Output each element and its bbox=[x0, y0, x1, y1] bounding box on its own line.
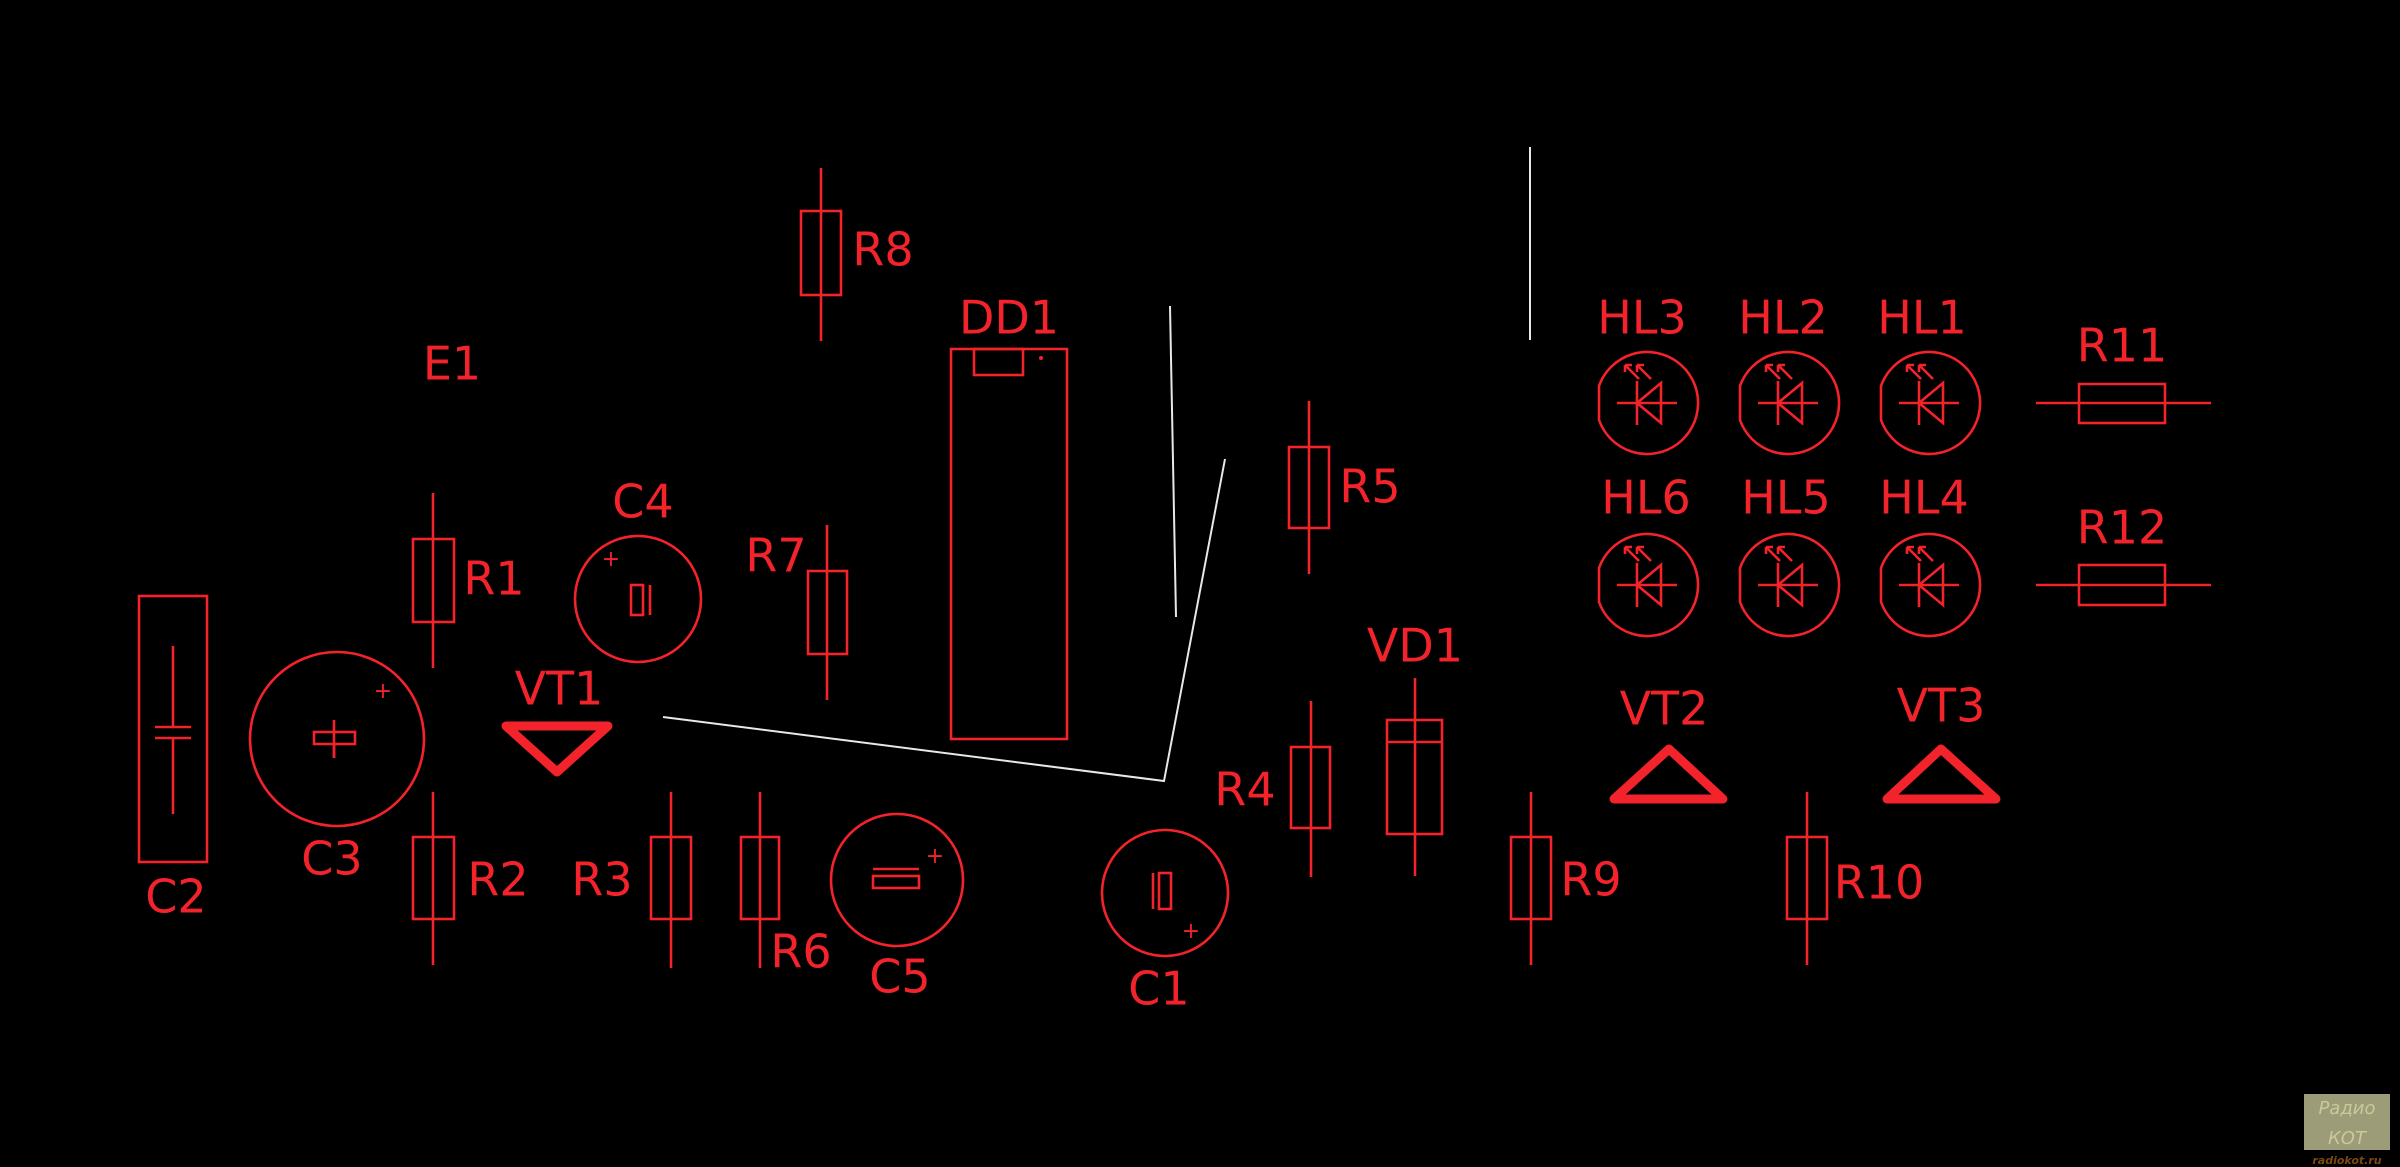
resistor-r1: R1 bbox=[411, 493, 525, 668]
label-vt3: VT3 bbox=[1897, 679, 1986, 733]
transistor-vt2: VT2 bbox=[1609, 682, 1728, 804]
resistor-r2: R2 bbox=[411, 792, 529, 965]
label-hl4: HL4 bbox=[1879, 471, 1968, 525]
label-r8: R8 bbox=[852, 223, 913, 277]
resistor-r10: R10 bbox=[1785, 792, 1925, 965]
label-c1: C1 bbox=[1128, 962, 1189, 1016]
label-vt2: VT2 bbox=[1620, 682, 1709, 736]
transistor-vt3: VT3 bbox=[1882, 679, 2001, 804]
label-r4: R4 bbox=[1214, 763, 1275, 817]
resistor-r11: R11 bbox=[2036, 319, 2211, 425]
label-hl6: HL6 bbox=[1601, 471, 1690, 525]
diode-vd1: VD1 bbox=[1367, 619, 1463, 876]
led-hl2: HL2 bbox=[1738, 291, 1841, 456]
label-vd1: VD1 bbox=[1367, 619, 1463, 673]
resistor-r8: R8 bbox=[799, 168, 914, 341]
label-hl1: HL1 bbox=[1877, 291, 1966, 345]
resistor-r4: R4 bbox=[1214, 701, 1332, 877]
label-r6: R6 bbox=[770, 925, 831, 979]
capacitor-c3: + C3 bbox=[248, 650, 426, 886]
label-c2: C2 bbox=[145, 870, 206, 924]
label-r2: R2 bbox=[467, 853, 528, 907]
label-r7: R7 bbox=[745, 529, 806, 583]
plus-mark: + bbox=[374, 679, 392, 704]
label-c4: C4 bbox=[612, 475, 673, 529]
wire-traces bbox=[662, 147, 1531, 783]
capacitor-c1: + C1 bbox=[1100, 828, 1230, 1016]
resistor-r9: R9 bbox=[1509, 792, 1622, 965]
resistor-r12: R12 bbox=[2036, 501, 2211, 607]
transistor-vt1: VT1 bbox=[501, 662, 613, 777]
watermark-logo: Радио КОТ radiokot.ru bbox=[2304, 1094, 2390, 1167]
label-r12: R12 bbox=[2077, 501, 2168, 555]
label-hl3: HL3 bbox=[1597, 291, 1686, 345]
label-r3: R3 bbox=[571, 853, 632, 907]
label-hl2: HL2 bbox=[1738, 291, 1827, 345]
label-dd1: DD1 bbox=[959, 291, 1059, 345]
label-hl5: HL5 bbox=[1741, 471, 1830, 525]
led-hl3: HL3 bbox=[1597, 291, 1700, 456]
plus-mark: + bbox=[1182, 919, 1200, 944]
resistor-r5: R5 bbox=[1287, 401, 1401, 574]
capacitor-c4: + C4 bbox=[573, 475, 703, 664]
label-r10: R10 bbox=[1834, 856, 1925, 910]
ic-dd1: DD1 bbox=[949, 291, 1069, 741]
wire bbox=[662, 458, 1226, 783]
resistor-r6: R6 bbox=[739, 792, 832, 979]
plus-mark: + bbox=[602, 547, 620, 572]
label-r1: R1 bbox=[463, 552, 524, 606]
plus-mark: + bbox=[926, 844, 944, 869]
capacitor-c2: C2 bbox=[137, 594, 209, 924]
label-vt1: VT1 bbox=[515, 662, 604, 716]
capacitor-c5: + C5 bbox=[829, 812, 965, 1004]
label-c3: C3 bbox=[301, 832, 362, 886]
label-c5: C5 bbox=[869, 950, 930, 1004]
label-r11: R11 bbox=[2077, 319, 2168, 373]
led-hl6: HL6 bbox=[1597, 471, 1700, 638]
label-r5: R5 bbox=[1339, 460, 1400, 514]
resistor-r7: R7 bbox=[745, 525, 849, 700]
watermark-title: Радио КОТ bbox=[2318, 1098, 2376, 1149]
resistor-r3: R3 bbox=[571, 792, 693, 968]
led-hl4: HL4 bbox=[1879, 471, 1982, 638]
led-hl1: HL1 bbox=[1877, 291, 1982, 456]
label-e1: E1 bbox=[423, 337, 481, 391]
label-r9: R9 bbox=[1560, 853, 1621, 907]
wire bbox=[1169, 305, 1177, 618]
led-hl5: HL5 bbox=[1738, 471, 1841, 638]
